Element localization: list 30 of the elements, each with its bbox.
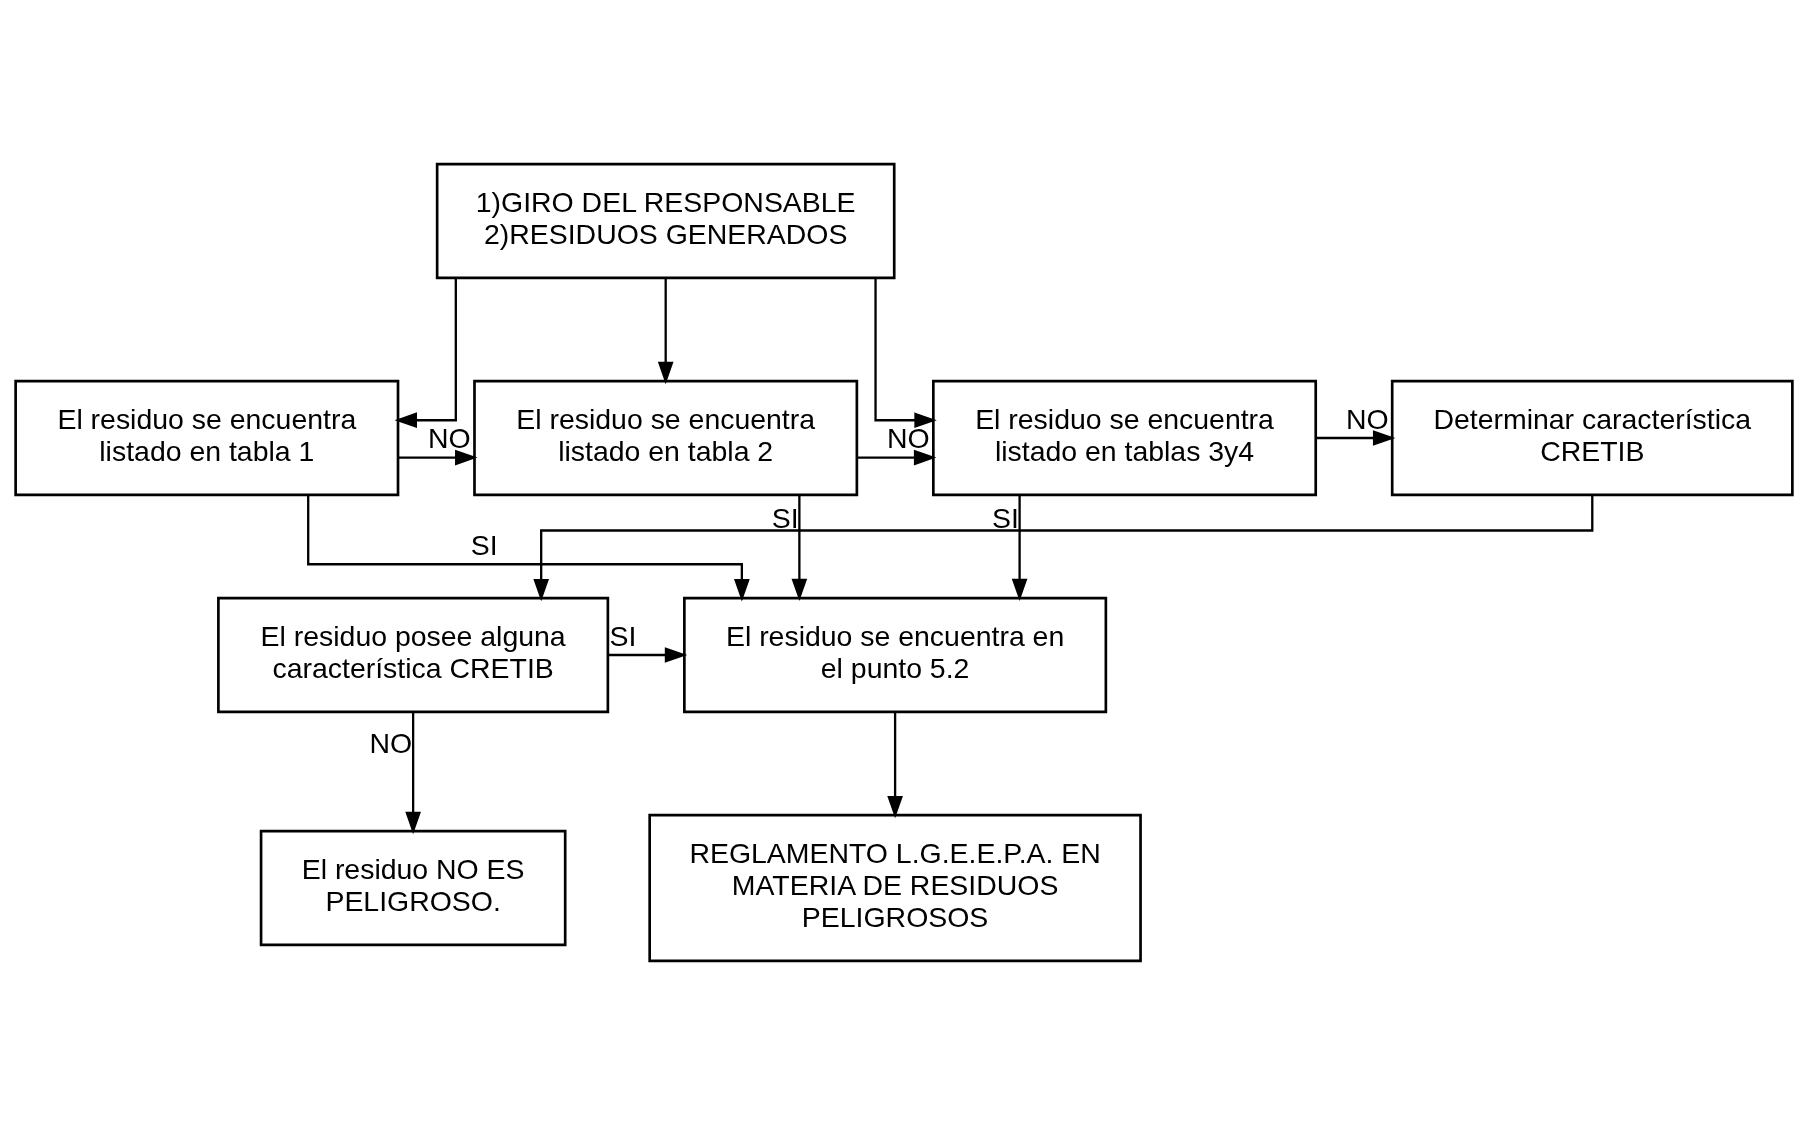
edge-label: SI [771,501,799,534]
arrow [533,494,1594,601]
arrow [394,277,457,428]
node-box: 1)GIRO DEL RESPONSABLE 2)RESIDUOS GENERADOS [435,162,896,279]
node-box: El residuo se encuentra listado en tabla 1 [14,379,400,496]
arrow [874,277,937,428]
arrow [307,494,750,602]
arrow [887,711,903,818]
edge-label: NO [1346,402,1389,435]
arrow [1316,429,1396,446]
edge-label: SI [991,501,1019,534]
node-box: El residuo se encuentra en el punto 5.2 [683,596,1108,713]
arrow [657,277,674,384]
arrow [1011,494,1028,601]
node-box: El residuo se encuentra listado en tabla 2 [473,379,859,496]
edge-label: NO [886,421,930,454]
arrow [791,494,808,601]
edge-label: SI [470,528,498,561]
node-box: Determinar característica CRETIB [1390,379,1794,496]
arrow [398,449,478,465]
edge-label: NO [428,421,471,454]
arrow [608,646,688,663]
arrow [856,449,937,465]
edge-label: NO [369,726,413,759]
node-box: El residuo NO ES PELIGROSO. [259,829,567,946]
node-box: El residuo posee alguna característica CRETIB [217,596,610,713]
arrow [405,711,421,834]
node-box: REGLAMENTO L.G.E.E.P.A. EN MATERIA DE RESIDUOS PELIGROSOS [648,813,1142,962]
node-box: El residuo se encuentra listado en tablas 3y4 [932,379,1318,496]
edge-label: SI [609,619,637,652]
